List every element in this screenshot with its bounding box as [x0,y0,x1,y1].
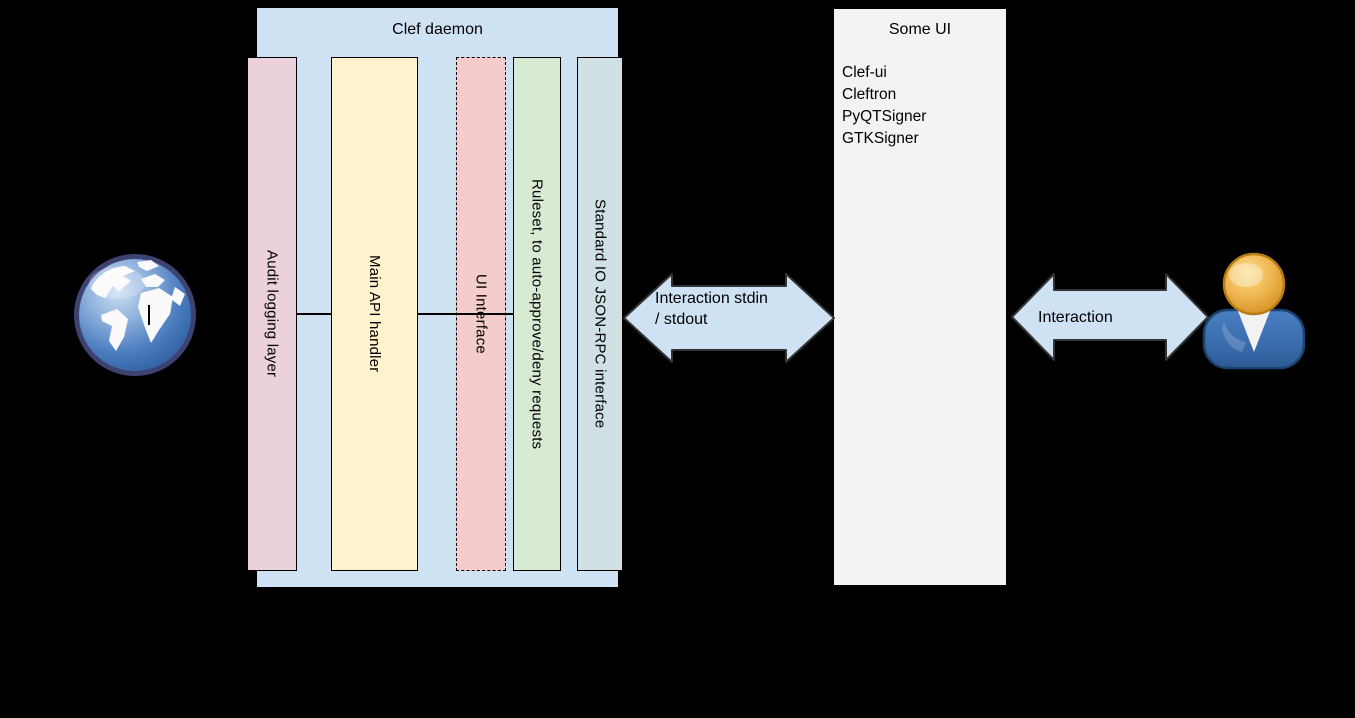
globe-icon [74,254,196,376]
some-ui-title: Some UI [888,21,952,38]
stdio-arrow-label-line1: Interaction stdin [655,290,768,307]
audit-logging-layer-label: Audit logging layer [263,250,281,378]
user-icon [1202,252,1306,370]
ruleset-column: Ruleset, to auto-approve/deny requests [513,57,561,571]
list-item: GTKSigner [842,130,919,147]
stdio-jsonrpc-column: Standard IO JSON-RPC interface [577,57,623,571]
stdio-arrow-label: Interaction stdin / stdout [655,288,805,330]
connector-mainapi-to-ruleset [418,313,513,315]
list-item: PyQTSigner [842,108,927,125]
user-interaction-arrow [1011,273,1209,361]
list-item: Cleftron [842,86,897,103]
ruleset-label: Ruleset, to auto-approve/deny requests [528,178,546,450]
list-item: Clef-ui [842,64,887,81]
clef-daemon-box [257,8,618,587]
cursor-artifact [148,305,150,325]
some-ui-box [833,8,1007,586]
main-api-handler-column: Main API handler [331,57,418,571]
clef-daemon-title: Clef daemon [392,21,483,38]
user-arrow-label: Interaction [1038,309,1113,326]
connector-audit-to-mainapi [297,313,331,315]
audit-logging-layer-column: Audit logging layer [247,57,297,571]
main-api-handler-label: Main API handler [366,255,383,373]
some-ui-list: Clef-ui Cleftron PyQTSigner GTKSigner [842,62,1002,150]
stdio-arrow-label-line2: / stdout [655,311,708,328]
stdio-interaction-arrow [623,273,835,363]
stdio-jsonrpc-label: Standard IO JSON-RPC interface [591,199,609,429]
